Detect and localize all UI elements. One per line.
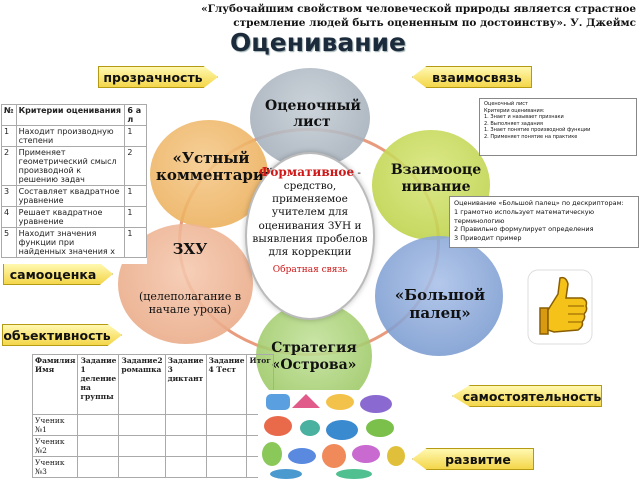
criteria-table: № Критерии оценивания 6 а л 1 Находит пр… [1,104,147,258]
arrow-label: самооценка [9,266,97,282]
formative-label: Формативное [259,165,355,179]
table-cell: Решает квадратное уравнение [15,206,126,228]
doc-line: 1. Знает и называет признаки [484,114,564,120]
doc-line: 2 Правильно формулирует определения [454,225,594,234]
petal-evaluation-sheet [250,68,370,168]
arrow-label: объективность [3,327,111,343]
table-cell [118,435,166,457]
criteria-header-num: № [1,104,17,126]
table-row: 5 Находит значения функции при найденных… [1,227,147,258]
big-finger-doc: Оценивание «Большой палец» по дескриптор… [449,196,639,248]
table-cell: 3 [1,185,17,207]
criteria-table-card: № Критерии оценивания 6 а л 1 Находит пр… [1,104,147,264]
table-row: 2 Применяет геометрический смысл произво… [1,146,147,186]
table-cell: 1 [124,185,147,207]
doc-line: 2. Выполняет задания [484,120,543,127]
grade-table: Фамилия Имя Задание 1 деление на группы … [31,354,274,478]
feedback-label: Обратная связь [272,264,348,275]
table-row: Ученик №3 [31,456,274,478]
table-cell: Применяет геометрический смысл производн… [15,146,126,186]
table-cell [77,414,120,436]
table-cell: 1 [124,125,147,147]
big-finger-label: «Большой палец» [394,286,486,322]
epigraph-quote: «Глубочайшим свойством человеческой прир… [201,3,636,30]
oral-comment-label: «Устный комментарий» [156,149,285,185]
table-row: 4 Решает квадратное уравнение 1 [1,206,147,228]
table-cell: Ученик №2 [31,435,79,457]
table-cell: Ученик №3 [31,456,79,478]
table-cell: 1 [1,125,17,147]
table-cell: 1 [124,206,147,228]
zun-label: ЗХУ [172,240,208,258]
table-cell [164,435,207,457]
doc-line: Критерии оценивания: [484,107,545,114]
peer-assessment-label: Взаимооценивание [390,162,482,195]
table-cell [164,414,207,436]
page-title: Оценивание [230,28,406,57]
doc-line: Оценочный лист [484,101,528,107]
islands-map-icon [258,390,408,480]
evaluation-sheet-doc: Оценочный лист Критерии оценивания: 1. З… [479,98,637,156]
table-cell [118,414,166,436]
doc-line: 3 Приводит пример [454,234,522,243]
doc-line: 1. Знает понятие производной функции [484,127,591,133]
table-row: 1 Находит производную степени 1 [1,125,147,147]
table-cell: 2 [124,146,147,186]
center-definition: Формативное - средство, применяемое учит… [252,165,368,276]
table-cell [164,456,207,478]
table-cell [205,456,248,478]
table-cell: 1 [124,227,147,258]
table-cell [118,456,166,478]
formative-definition: - средство, применяемое учителем для оце… [252,167,368,258]
grade-header: Задание 4 Тест [205,354,248,415]
grade-table-card: Фамилия Имя Задание 1 деление на группы … [31,354,274,480]
petal-big-finger [375,236,503,356]
thumbs-up-icon [526,268,594,346]
arrow-development: развитие [412,448,534,470]
table-cell [205,435,248,457]
arrow-independence: самостоятельность [452,385,602,407]
table-cell: Находит производную степени [15,125,126,147]
table-cell: Находит значения функции при найденных з… [15,227,126,258]
center-circle [245,152,375,320]
table-row: 3 Составляет квадратное уравнение 1 [1,185,147,207]
table-cell: 2 [1,146,17,186]
table-cell [77,435,120,457]
grade-header: Задание 3 диктант [164,354,207,415]
evaluation-sheet-label: Оценочный лист [265,98,361,131]
table-cell [77,456,120,478]
doc-line: 1 грамотно использует математическую тер… [454,207,595,225]
table-cell: 4 [1,206,17,228]
grade-header: Задание 1 деление на группы [77,354,120,415]
table-row: Ученик №2 [31,435,274,457]
arrow-transparency: прозрачность [98,66,218,88]
arrow-objectivity: объективность [2,324,122,346]
criteria-header-criteria: Критерии оценивания [15,104,126,126]
criteria-header-score: 6 а л [124,104,147,126]
table-cell [205,414,248,436]
grade-header: Фамилия Имя [31,354,79,415]
table-cell: 5 [1,227,17,258]
zun-note: (целеполагание в начале урока) [138,290,242,317]
table-cell: Ученик №1 [31,414,79,436]
grade-header: Задание2 ромашка [118,354,166,415]
island-strategy-label: Стратегия «Острова» [271,340,357,373]
arrow-label: взаимосвязь [432,69,522,85]
doc-line: 2. Применяет понятие на практике [484,133,578,140]
table-row: Ученик №1 [31,414,274,436]
doc-title: Оценивание «Большой палец» по дескриптор… [454,199,624,207]
arrow-label: самостоятельность [462,388,602,404]
arrow-label: прозрачность [103,69,203,85]
arrow-self-assessment: самооценка [3,263,113,285]
arrow-label: развитие [445,451,511,467]
arrow-interconnection: взаимосвязь [412,66,532,88]
table-cell: Составляет квадратное уравнение [15,185,126,207]
